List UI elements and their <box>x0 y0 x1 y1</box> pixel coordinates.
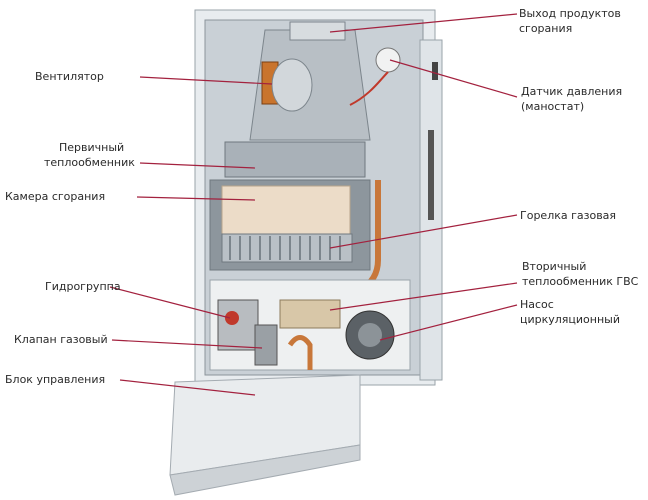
leader-primary-hx <box>139 162 256 169</box>
label-line: теплообменник ГВС <box>522 275 639 288</box>
label-line: Первичный <box>59 141 125 154</box>
label-line: (маностат) <box>521 100 585 113</box>
primary-heat-exchanger <box>224 141 366 178</box>
label-line: теплообменник <box>44 156 135 169</box>
leader-burner <box>329 214 518 249</box>
hydro-group <box>217 299 259 351</box>
leader-secondary-hx <box>329 282 518 311</box>
label-fan: Вентилятор <box>35 70 104 83</box>
leader-fan <box>139 76 273 85</box>
label-combustion-chamber: Камера сгорания <box>5 190 106 203</box>
leader-pump <box>379 304 518 341</box>
label-line: Датчик давления <box>521 85 623 98</box>
fan <box>271 58 313 112</box>
label-line: Насос <box>520 298 554 311</box>
label-pump: Насос циркуляционный <box>520 297 620 327</box>
secondary-heat-exchanger <box>279 299 341 329</box>
label-control-unit: Блок управления <box>5 373 106 386</box>
leader-lines <box>109 13 518 396</box>
label-line: сгорания <box>519 22 573 35</box>
label-hydro-group: Гидрогруппа <box>45 280 121 293</box>
label-line: циркуляционный <box>520 313 621 326</box>
label-exhaust: Выход продуктов сгорания <box>519 6 621 36</box>
gas-valve <box>254 324 278 366</box>
label-burner: Горелка газовая <box>520 209 617 222</box>
label-gas-valve: Клапан газовый <box>14 333 108 346</box>
leader-hydro-group <box>109 286 231 319</box>
label-pressure-sensor: Датчик давления (маностат) <box>521 84 622 114</box>
label-line: Выход продуктов <box>519 7 621 20</box>
leader-gas-valve <box>111 339 263 349</box>
label-primary-hx: Первичный теплообменник <box>44 140 135 170</box>
leader-control-unit <box>119 379 256 396</box>
leader-pressure-sensor <box>389 59 518 98</box>
pressure-sensor <box>375 47 401 73</box>
leader-combustion-chamber <box>136 196 256 201</box>
leader-exhaust <box>329 13 518 33</box>
label-line: Вторичный <box>522 260 587 273</box>
label-secondary-hx: Вторичный теплообменник ГВС <box>522 259 638 289</box>
